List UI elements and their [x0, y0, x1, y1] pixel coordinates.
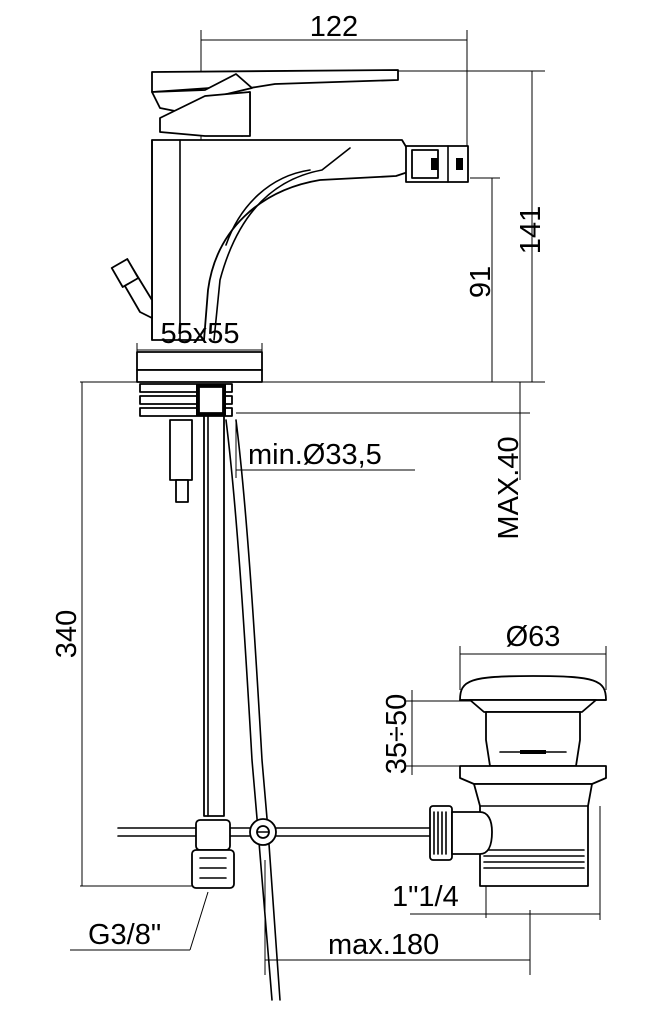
dim-width-total: 122	[310, 11, 358, 43]
dim-base-size: 55x55	[160, 318, 239, 350]
connection	[117, 818, 433, 889]
fixings	[139, 383, 281, 1001]
dim-hose-length: 340	[51, 610, 83, 658]
dim-max-lever: max.180	[328, 929, 439, 961]
dimension-labels: 122 141 91 55x55 min.Ø33,5 MAX.40 340 Ø6…	[51, 11, 560, 961]
dim-max-deck: MAX.40	[493, 436, 525, 539]
dim-waste-diameter: Ø63	[506, 621, 561, 653]
dim-spout-height: 91	[465, 266, 497, 298]
dim-connection: G3/8"	[88, 919, 161, 951]
pop-up-waste	[429, 675, 607, 887]
dim-waste-thread: 1"1/4	[392, 881, 459, 913]
dimension-lines	[70, 30, 607, 975]
dim-height-total: 141	[515, 206, 547, 254]
dim-waste-height: 35÷50	[381, 694, 413, 774]
faucet-body	[110, 69, 469, 383]
dim-hole-diameter: min.Ø33,5	[248, 439, 382, 471]
